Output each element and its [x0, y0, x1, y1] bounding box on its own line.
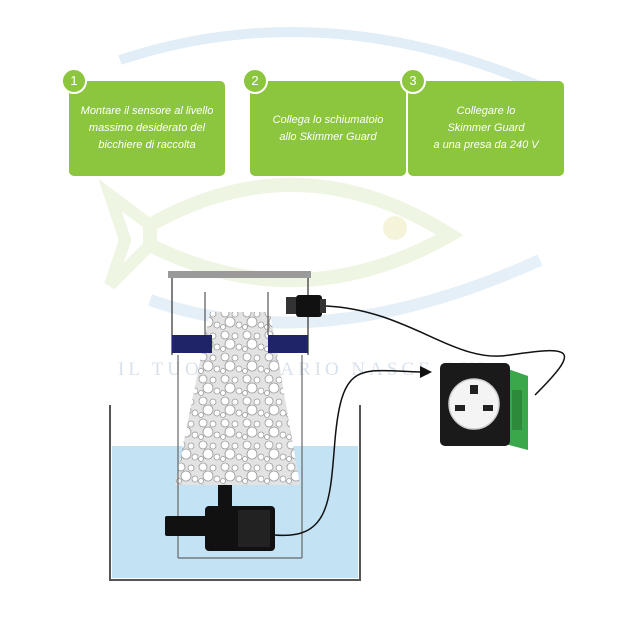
watermark-swoosh [118, 27, 563, 100]
step-2-box: 2 Collega lo schiumatoio allo Skimmer Gu… [242, 68, 406, 176]
socket-pin-top [470, 385, 478, 394]
level-sensor [286, 295, 326, 317]
skimmer-body [168, 271, 311, 559]
pump [165, 485, 275, 551]
step-3-number: 3 [400, 68, 426, 94]
watermark-wave [148, 254, 543, 329]
socket-pin-right [483, 405, 493, 411]
sensor-cable [325, 305, 566, 396]
step-1-number: 1 [61, 68, 87, 94]
device-green-stripe [512, 390, 522, 430]
collar-left [172, 335, 212, 353]
pump-outlet [218, 485, 232, 511]
step-3-box: 3 Collegare lo Skimmer Guard a una presa… [400, 68, 564, 176]
cable-arrowhead [420, 366, 432, 378]
pump-motor-ribs [238, 510, 270, 547]
step-3-text: Collegare lo Skimmer Guard a una presa d… [433, 105, 539, 151]
socket-face [448, 378, 500, 430]
sensor-body [296, 295, 322, 317]
watermark-fish-tail [98, 178, 155, 290]
collection-cup-lid [168, 271, 311, 278]
step-1-box: 1 Montare il sensore al livello massimo … [61, 68, 225, 176]
step-2-number: 2 [242, 68, 268, 94]
socket-pin-left [455, 405, 465, 411]
collar-right [268, 335, 308, 353]
pump-cable [274, 369, 421, 537]
sensor-mount [286, 297, 296, 314]
skimmer-guard-device [440, 363, 528, 450]
step-2-text: Collega lo schiumatoio allo Skimmer Guar… [272, 113, 384, 143]
skimmer-foam-column [175, 312, 300, 485]
watermark-fish-eye [383, 216, 407, 240]
tank-outline [109, 405, 361, 581]
pump-intake [165, 516, 207, 536]
sensor-cap [320, 299, 326, 313]
step-1-text: Montare il sensore al livello massimo de… [80, 105, 214, 151]
